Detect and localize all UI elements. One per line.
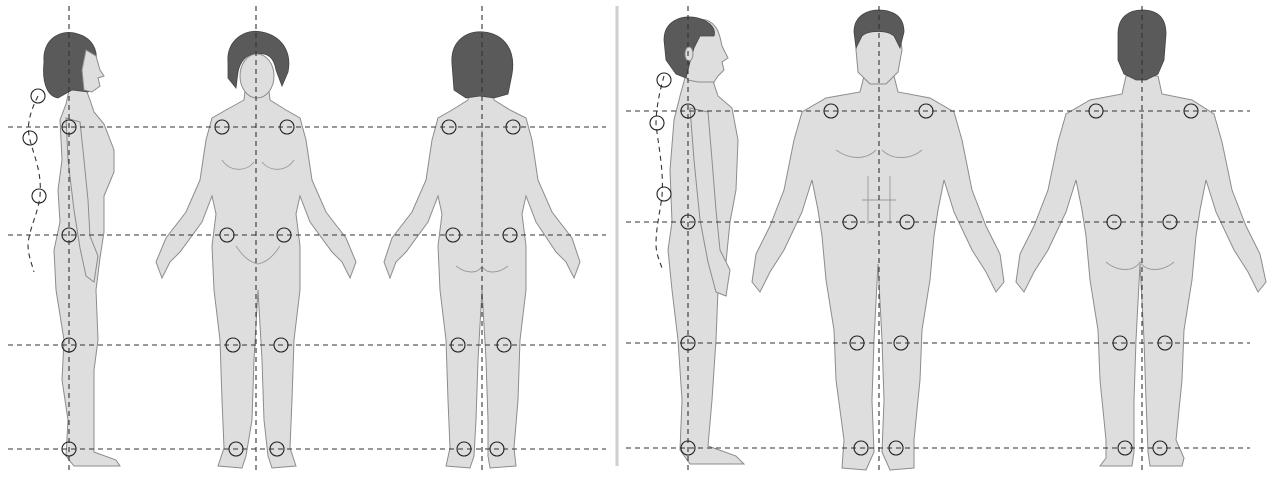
male-front-view [752,10,1004,470]
female-panel [8,6,606,472]
female-front-body [156,82,356,468]
female-side-view [23,32,120,466]
male-front-body [752,76,1004,470]
male-back-body [1016,76,1266,466]
female-spine-marker-lower [32,189,46,203]
male-spine-marker-upper [657,73,671,87]
female-front-face [240,54,274,98]
male-spine-marker-lower [657,187,671,201]
male-spine-marker-mid [650,116,664,130]
male-spine-curve [656,76,664,268]
female-spine-marker-mid [23,131,37,145]
male-panel [626,6,1266,472]
male-side-view [650,17,744,464]
male-side-ear [685,47,693,61]
male-back-view [1016,10,1266,466]
female-side-face [82,50,104,92]
female-spine-curve [28,96,40,272]
